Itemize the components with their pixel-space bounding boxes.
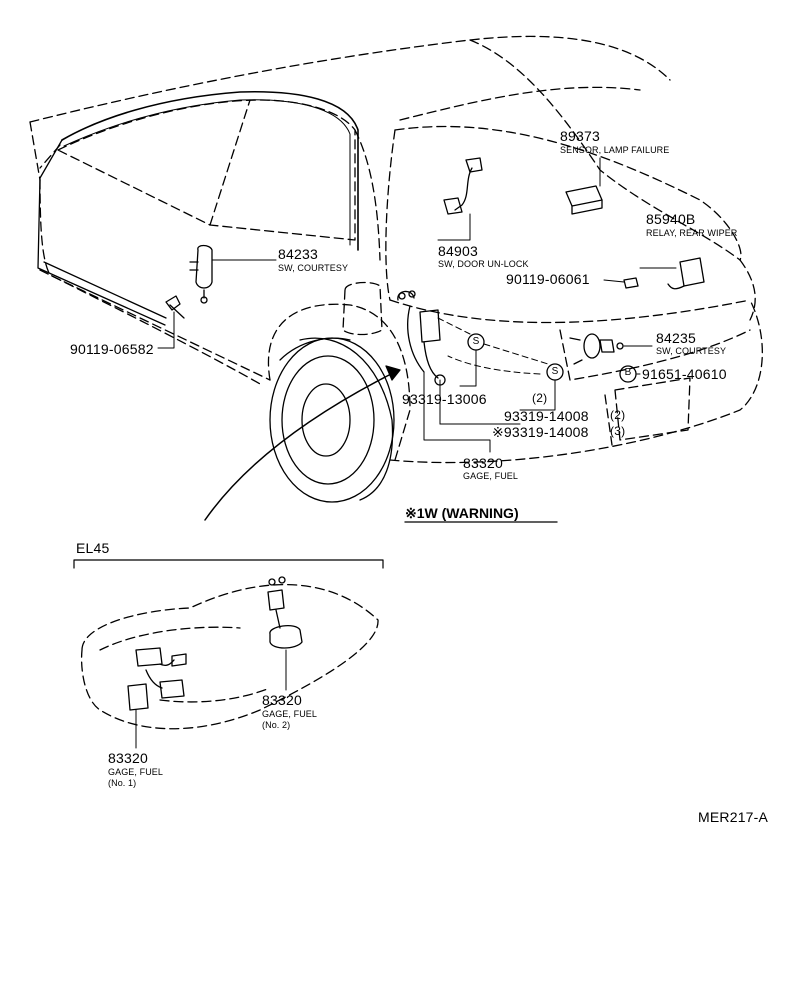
dashed-callouts (437, 317, 549, 375)
part-85940b-name: RELAY, REAR WIPER (646, 228, 738, 238)
fuel-gage-icon (397, 290, 446, 386)
courtesy-switch-front-icon (189, 244, 213, 304)
part-91651-40610-number: 91651-40610 (642, 366, 727, 382)
part-89373-number: 89373 (560, 128, 600, 144)
part-90119-06061-number: 90119-06061 (506, 271, 590, 287)
part-83320-no2-note: (No. 2) (262, 720, 291, 730)
marker-s-letter-1: S (472, 336, 480, 347)
door-panel (37, 90, 359, 326)
inset-leaders (135, 649, 287, 749)
rear-tire (269, 337, 395, 503)
part-84235-name: SW, COURTESY (656, 346, 727, 356)
fuel-gage-no2-icon (267, 576, 303, 649)
bolt-90119-06582-icon (165, 295, 185, 319)
courtesy-switch-rear-icon (569, 333, 624, 365)
part-83320-no2-number: 83320 (262, 692, 302, 708)
part-83320-no1-note: (No. 1) (108, 778, 137, 788)
fuel-gage-no1-icon (127, 647, 187, 711)
leader-lines (157, 157, 677, 453)
part-83320-number: 83320 (463, 455, 503, 471)
part-85940b-number: 85940B (646, 211, 696, 227)
part-93319-13006-number: 93319-13006 (402, 391, 487, 407)
part-93319-14008-number: 93319-14008 (504, 408, 589, 424)
part-93319-13006-qty: (2) (532, 391, 548, 405)
lamp-failure-sensor-icon (565, 185, 603, 215)
warning-label: ※1W (WARNING) (405, 505, 519, 521)
inset-code: EL45 (76, 540, 110, 556)
part-93319-14008w-number: ※93319-14008 (492, 424, 589, 440)
pointer-arrow (204, 365, 401, 521)
part-93319-14008w-qty: (3) (610, 424, 626, 438)
car-body-outline (29, 35, 763, 464)
part-83320-no2-name: GAGE, FUEL (262, 709, 318, 719)
part-84235-number: 84235 (656, 330, 696, 346)
marker-b-letter: B (624, 367, 632, 378)
part-93319-14008-qty: (2) (610, 408, 626, 422)
part-83320-no1-name: GAGE, FUEL (108, 767, 164, 777)
part-90119-06582-number: 90119-06582 (70, 341, 154, 357)
figure-code: MER217-A (698, 809, 769, 825)
part-83320-no1-number: 83320 (108, 750, 148, 766)
part-89373-name: SENSOR, LAMP FAILURE (560, 145, 670, 155)
part-84233-name: SW, COURTESY (278, 263, 349, 273)
part-84903-name: SW, DOOR UN-LOCK (438, 259, 529, 269)
part-84903-number: 84903 (438, 243, 478, 259)
rear-wiper-relay-icon (667, 257, 705, 290)
s-markers (467, 333, 637, 383)
marker-s-letter-2: S (551, 366, 559, 377)
screw-90119-06061-icon (623, 277, 639, 289)
part-84233-number: 84233 (278, 246, 318, 262)
part-83320-name: GAGE, FUEL (463, 471, 519, 481)
door-unlock-switch-icon (443, 157, 483, 215)
inset-bracket (73, 559, 384, 569)
fuel-tank-outline (80, 583, 379, 730)
